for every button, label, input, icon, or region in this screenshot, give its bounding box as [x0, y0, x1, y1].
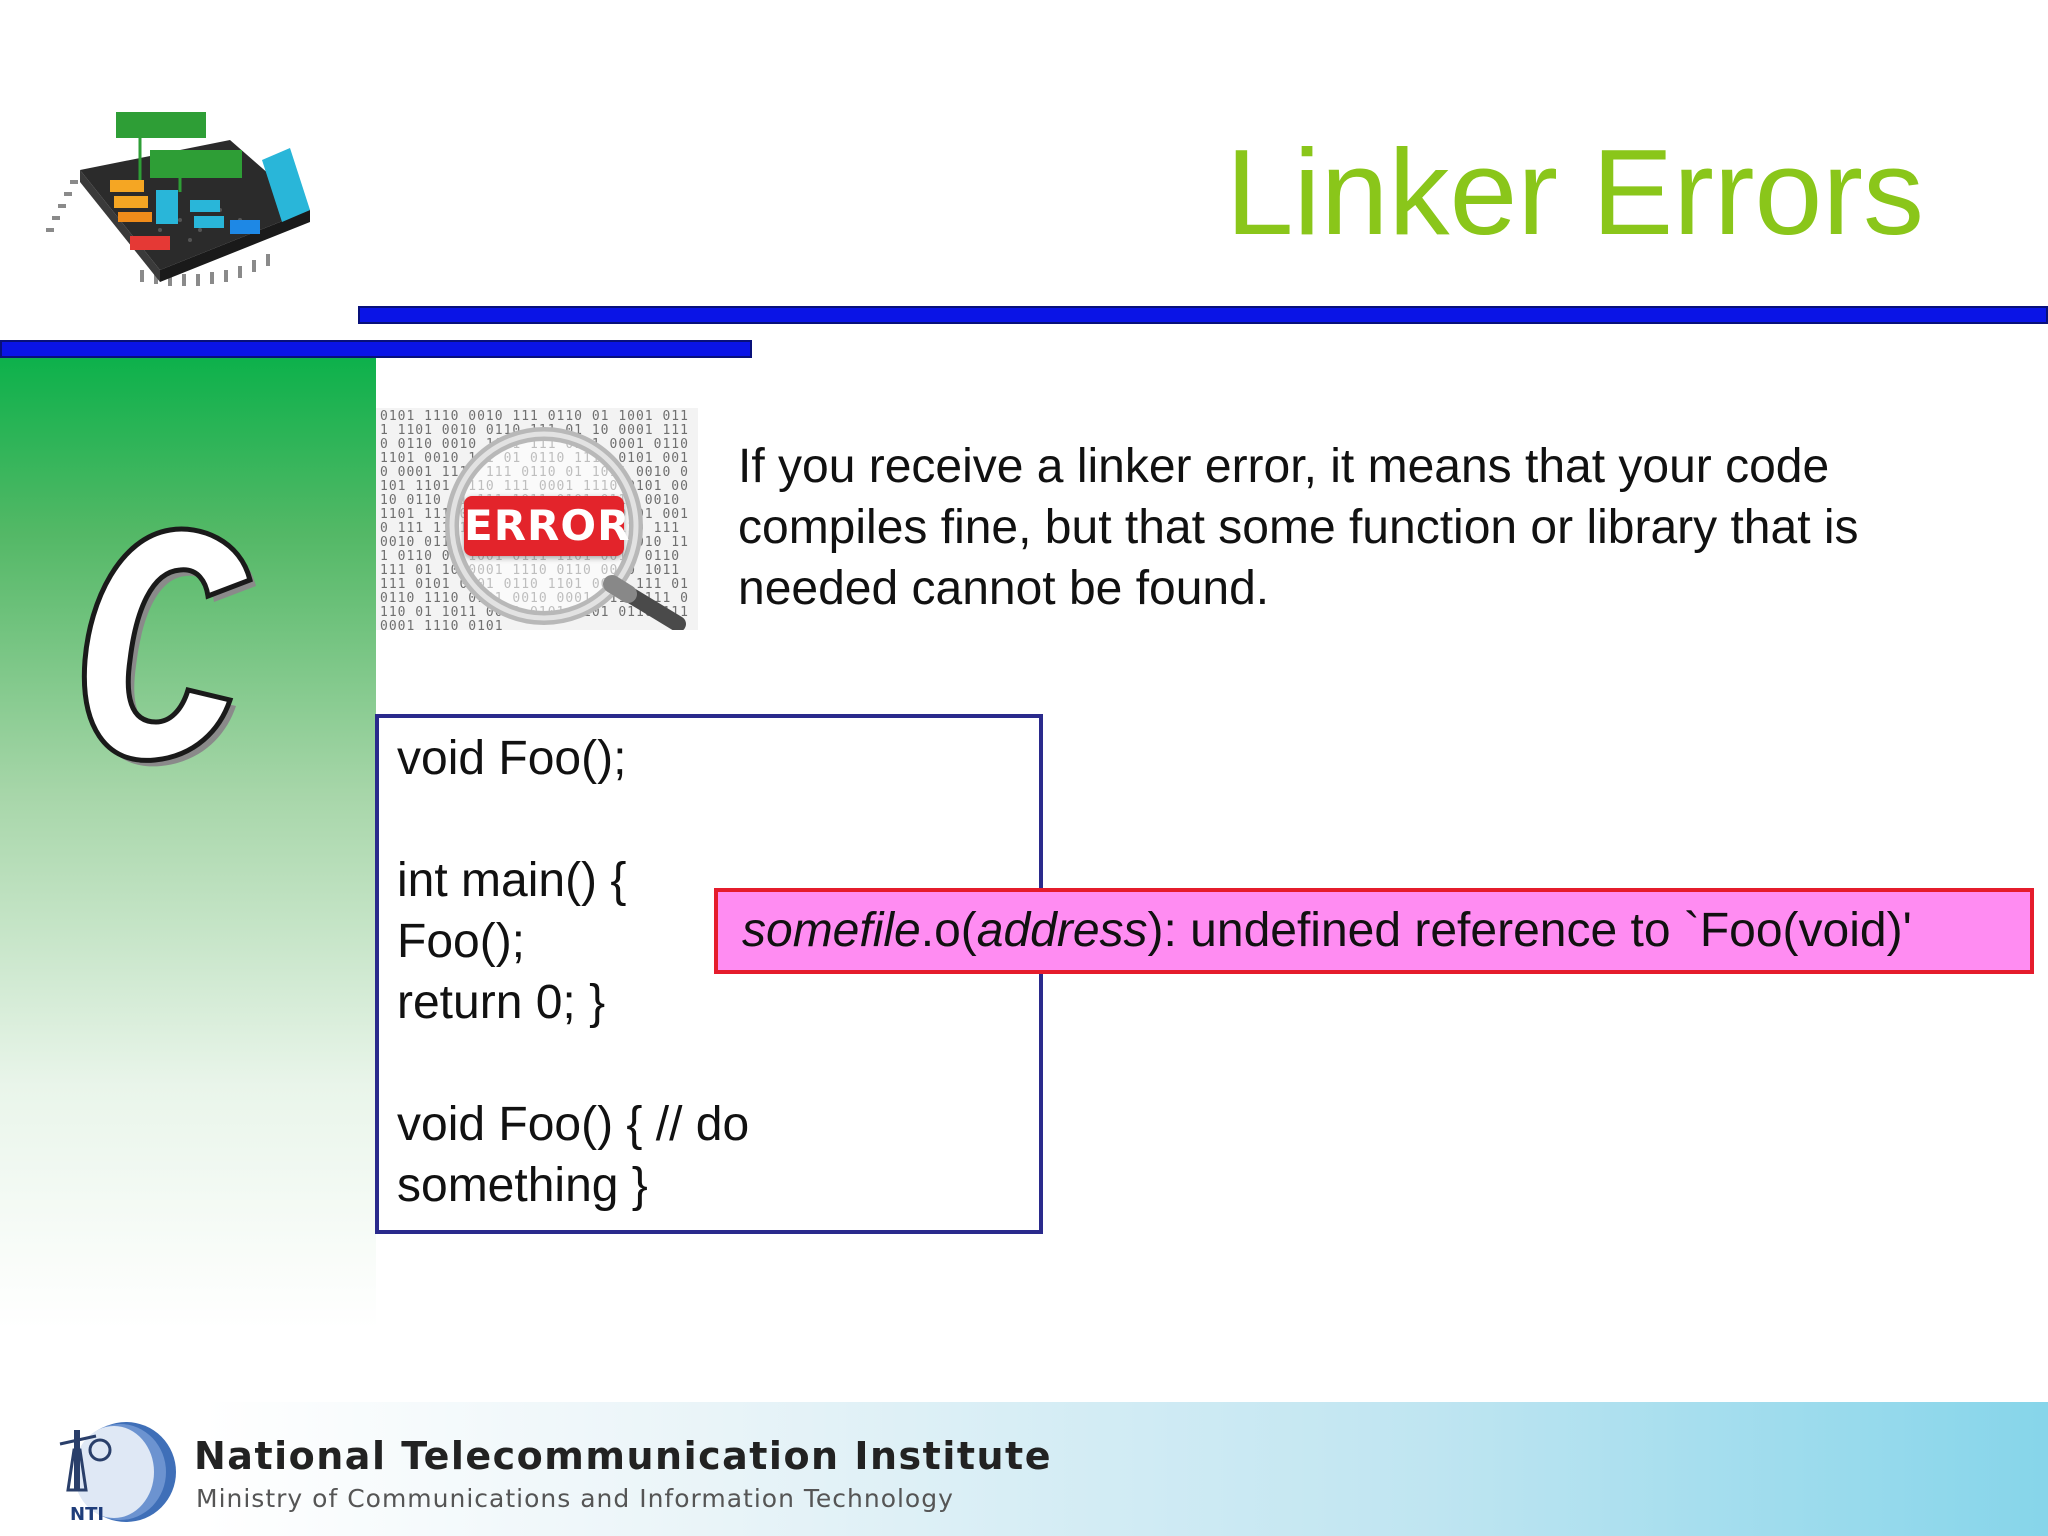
c-language-logo — [81, 526, 257, 767]
error-file: somefile — [742, 904, 921, 957]
code-line: void Foo(); — [397, 732, 627, 785]
footer-banner: NTI National Telecommunication Institute… — [0, 1402, 2048, 1536]
header-divider-bar — [0, 340, 752, 358]
code-line — [397, 789, 1021, 850]
error-ext: .o( — [920, 904, 977, 957]
code-line: Foo(); — [397, 915, 526, 968]
error-magnifier-image: 0101 1110 0010 111 0110 01 1001 0111 110… — [376, 408, 698, 630]
nti-logo: NTI — [59, 1422, 176, 1525]
error-badge: ERROR — [464, 496, 629, 556]
ministry-name: Ministry of Communications and Informati… — [196, 1484, 954, 1513]
code-line: int main() { — [397, 854, 627, 907]
error-address: address — [976, 904, 1148, 957]
code-line: something } — [397, 1159, 648, 1212]
microchip-illustration — [46, 112, 310, 286]
left-sidebar-gradient — [0, 358, 376, 1328]
nti-logo-text: NTI — [70, 1504, 104, 1525]
intro-paragraph: If you receive a linker error, it means … — [738, 440, 1859, 615]
slide-title: Linker Errors — [1225, 124, 1924, 260]
code-line — [397, 1033, 1021, 1094]
title-divider-bar — [358, 306, 2048, 324]
error-text: ): undefined reference to `Foo(void)' — [1147, 904, 1912, 957]
institute-name: National Telecommunication Institute — [194, 1434, 1052, 1478]
code-sample-box: void Foo(); int main() { Foo(); return 0… — [375, 714, 1043, 1234]
code-line: void Foo() { // do — [397, 1098, 750, 1151]
code-line: return 0; } — [397, 976, 606, 1029]
linker-error-message: somefile.o(address): undefined reference… — [714, 888, 2034, 974]
